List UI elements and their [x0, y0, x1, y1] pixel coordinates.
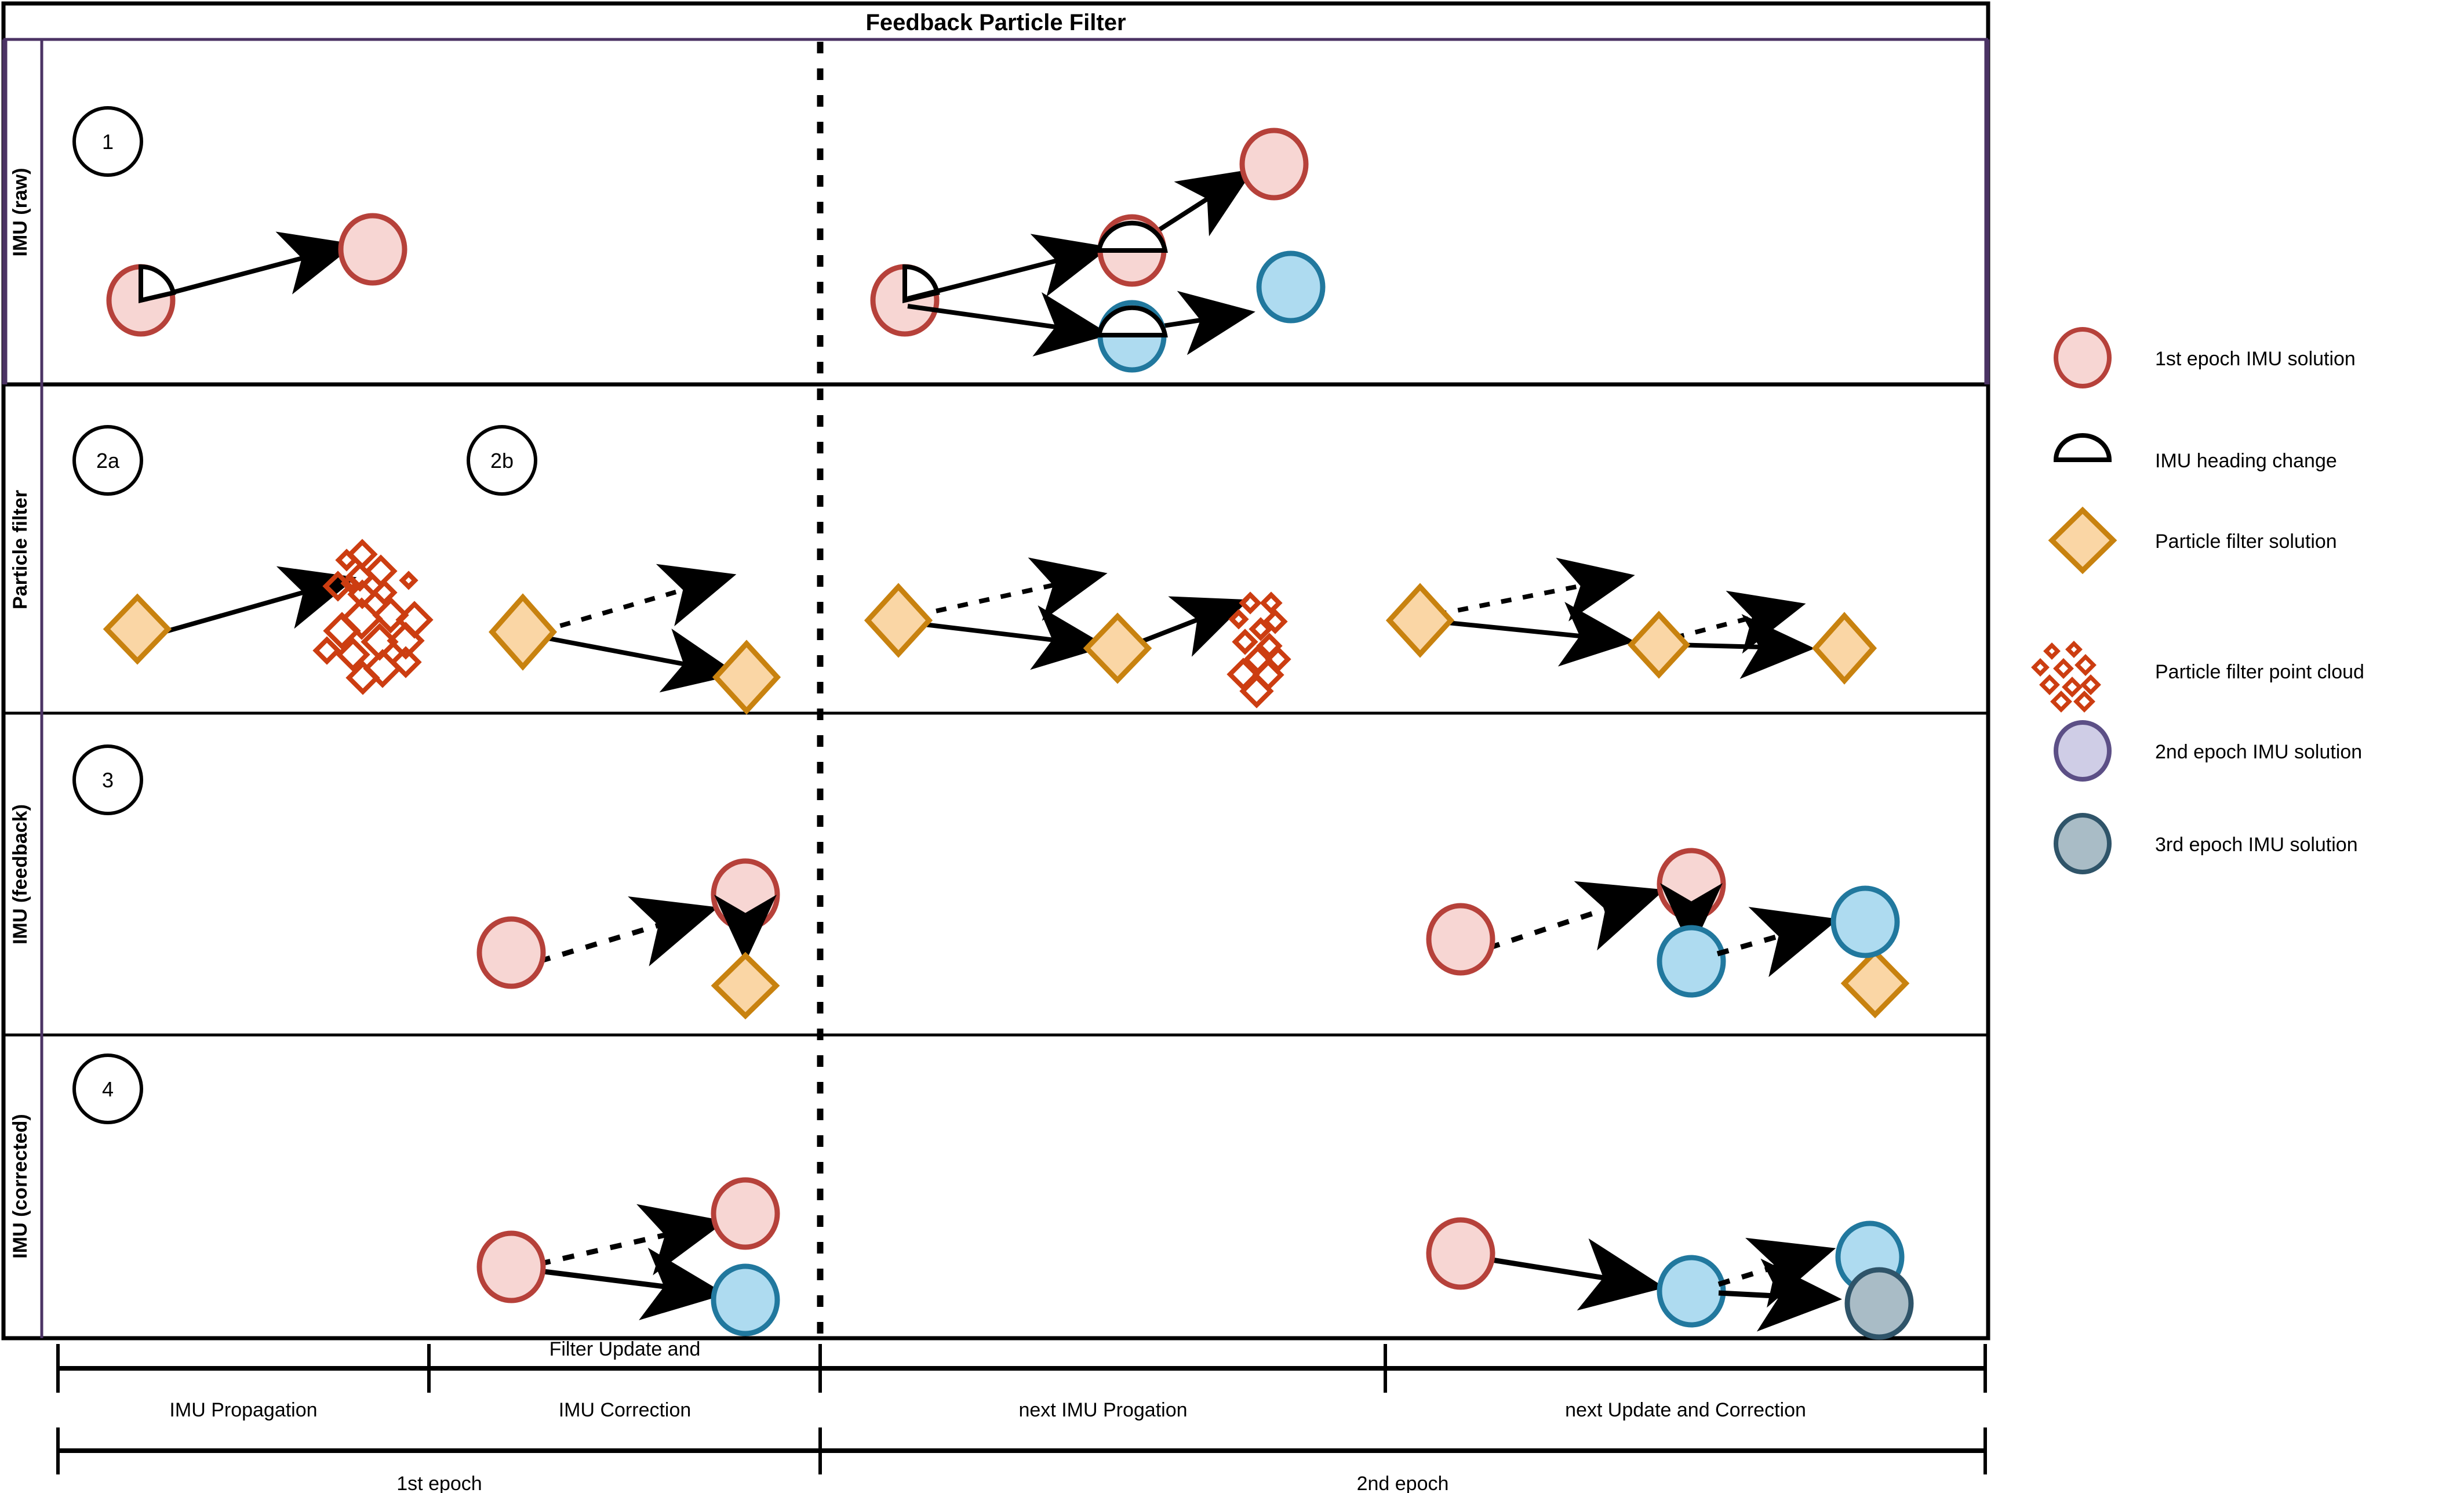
arrow-corrected-solid: [538, 1247, 726, 1320]
phase-label-2-line1: Filter Update and: [549, 1338, 701, 1360]
heading-arc-icon: [1096, 220, 1168, 253]
pf-solution-diamond: [488, 593, 558, 671]
row-label-imu-corrected: IMU (corrected): [9, 1114, 31, 1258]
pf-point-cloud: [312, 539, 434, 695]
imu-solution-gray: [1844, 1267, 1914, 1340]
step-badge-3: 3: [72, 744, 143, 815]
imu-solution-pink: [1426, 1217, 1495, 1290]
arrow-pf-update: [538, 629, 738, 693]
pf-solution-diamond: [1627, 611, 1691, 679]
pf-point-cloud: [1226, 591, 1291, 709]
arrow-corrected-dashed: [538, 1204, 726, 1276]
pf-solution-diamond: [1840, 948, 1910, 1019]
arrow-pf-dashed: [538, 564, 737, 634]
arrow-propagation: [907, 292, 1111, 357]
epoch-label-1: 1st epoch: [396, 1473, 482, 1493]
pf-solution-diamond: [711, 951, 780, 1020]
step-badge-2b: 2b: [467, 425, 537, 496]
pf-solution-diamond: [103, 593, 172, 665]
row-imu-corrected-content: [476, 1177, 1914, 1340]
arrow-corrected-dashed: [1717, 1237, 1836, 1308]
arrow-pf-dashed: [1436, 557, 1635, 622]
legend-item-4: Particle filter point cloud: [2031, 641, 2364, 713]
heading-arc-icon: [1096, 305, 1168, 337]
arrow-feedback-dashed: [1487, 881, 1665, 951]
pf-solution-diamond: [864, 583, 933, 658]
imu-solution-blue: [1657, 1255, 1726, 1328]
legend-label-6: 3rd epoch IMU solution: [2155, 834, 2358, 856]
page-title: Feedback Particle Filter: [865, 10, 1126, 35]
row-imu-feedback-content: [476, 848, 1910, 1020]
imu-solution-pink: [1426, 903, 1495, 976]
legend-label-5: 2nd epoch IMU solution: [2155, 741, 2362, 763]
circle-purple-icon: [2054, 720, 2112, 782]
heading-arc-icon: [2053, 433, 2112, 462]
imu-solution-pink: [711, 1177, 780, 1250]
heading-arc-icon: [139, 264, 176, 304]
imu-solution-pink: [476, 1230, 546, 1303]
diamond-orange-icon: [2048, 506, 2117, 575]
arrow-pf-update: [914, 605, 1108, 670]
point-cloud-icon: [2031, 641, 2101, 713]
legend-item-1: 1st epoch IMU solution: [2054, 327, 2356, 388]
legend-item-5: 2nd epoch IMU solution: [2054, 720, 2362, 782]
pf-solution-diamond: [712, 640, 781, 715]
circle-pink-icon: [2054, 327, 2112, 388]
imu-solution-pink: [711, 858, 780, 931]
arrow-feedback-dashed: [538, 896, 719, 967]
arrow-pf-propagation: [1132, 596, 1249, 657]
row-imu-raw-content: [106, 128, 1326, 373]
arrow-propagation: [141, 231, 356, 303]
legend-item-2: IMU heading change: [2053, 433, 2337, 472]
legend-label-2: IMU heading change: [2155, 450, 2337, 472]
arrow-pf-update: [1436, 602, 1635, 667]
step-badge-2a: 2a: [72, 425, 143, 496]
step-badge-2b-label: 2b: [490, 449, 514, 473]
epoch-axis: 1st epoch 2nd epoch: [56, 1427, 1987, 1493]
arrow-pf-update: [1673, 614, 1815, 680]
arrow-corrected-solid: [1718, 1258, 1842, 1332]
arrow-pf-dashed: [1673, 590, 1806, 654]
legend-label-3: Particle filter solution: [2155, 531, 2337, 553]
phase-label-2-line2: IMU Correction: [559, 1399, 691, 1421]
legend: 1st epoch IMU solution IMU heading chang…: [2031, 327, 2364, 874]
arrow-corrected-solid: [1488, 1238, 1665, 1311]
row-label-imu-raw: IMU (raw): [9, 168, 31, 257]
step-badge-2a-label: 2a: [96, 449, 120, 473]
pf-solution-diamond: [1083, 612, 1152, 684]
imu-solution-blue: [1256, 250, 1326, 324]
phase-label-1-line1: IMU Propagation: [169, 1399, 317, 1421]
diagram-frame: [1, 1, 1990, 1341]
imu-solution-blue: [711, 1263, 780, 1336]
epoch-label-2: 2nd epoch: [1357, 1473, 1449, 1493]
arrow-pf-dashed: [914, 557, 1108, 621]
imu-solution-blue: [1830, 885, 1900, 958]
legend-label-4: Particle filter point cloud: [2155, 661, 2364, 683]
legend-item-6: 3rd epoch IMU solution: [2054, 813, 2358, 874]
pf-solution-diamond: [1811, 612, 1877, 685]
phase-axis: IMU Propagation Filter Update and IMU Co…: [56, 1338, 1987, 1421]
legend-item-3: Particle filter solution: [2048, 506, 2337, 575]
imu-solution-pink: [1239, 128, 1309, 201]
row-particle-filter-content: [103, 539, 1877, 715]
row-label-particle-filter: Particle filter: [9, 490, 31, 609]
imu-solution-pink: [476, 916, 546, 989]
step-badge-1-label: 1: [102, 130, 114, 154]
imu-solution-pink: [338, 213, 407, 286]
imu-solution-blue: [1657, 925, 1726, 998]
step-badge-4-label: 4: [102, 1077, 114, 1101]
step-badge-4: 4: [72, 1054, 143, 1124]
circle-gray-icon: [2054, 813, 2112, 874]
phase-label-3-line1: next IMU Progation: [1018, 1399, 1187, 1421]
step-badge-1: 1: [72, 106, 143, 177]
row-label-imu-feedback: IMU (feedback): [9, 804, 31, 945]
legend-label-1: 1st epoch IMU solution: [2155, 348, 2356, 370]
arrow-feedback-dashed: [1716, 907, 1839, 978]
pf-solution-diamond: [1385, 583, 1455, 658]
phase-label-4-line1: next Update and Correction: [1565, 1399, 1806, 1421]
step-badge-3-label: 3: [102, 768, 114, 792]
arrow-pf-propagation: [152, 566, 357, 637]
imu-solution-pink: [1657, 848, 1726, 921]
arrow-propagation: [907, 234, 1111, 301]
